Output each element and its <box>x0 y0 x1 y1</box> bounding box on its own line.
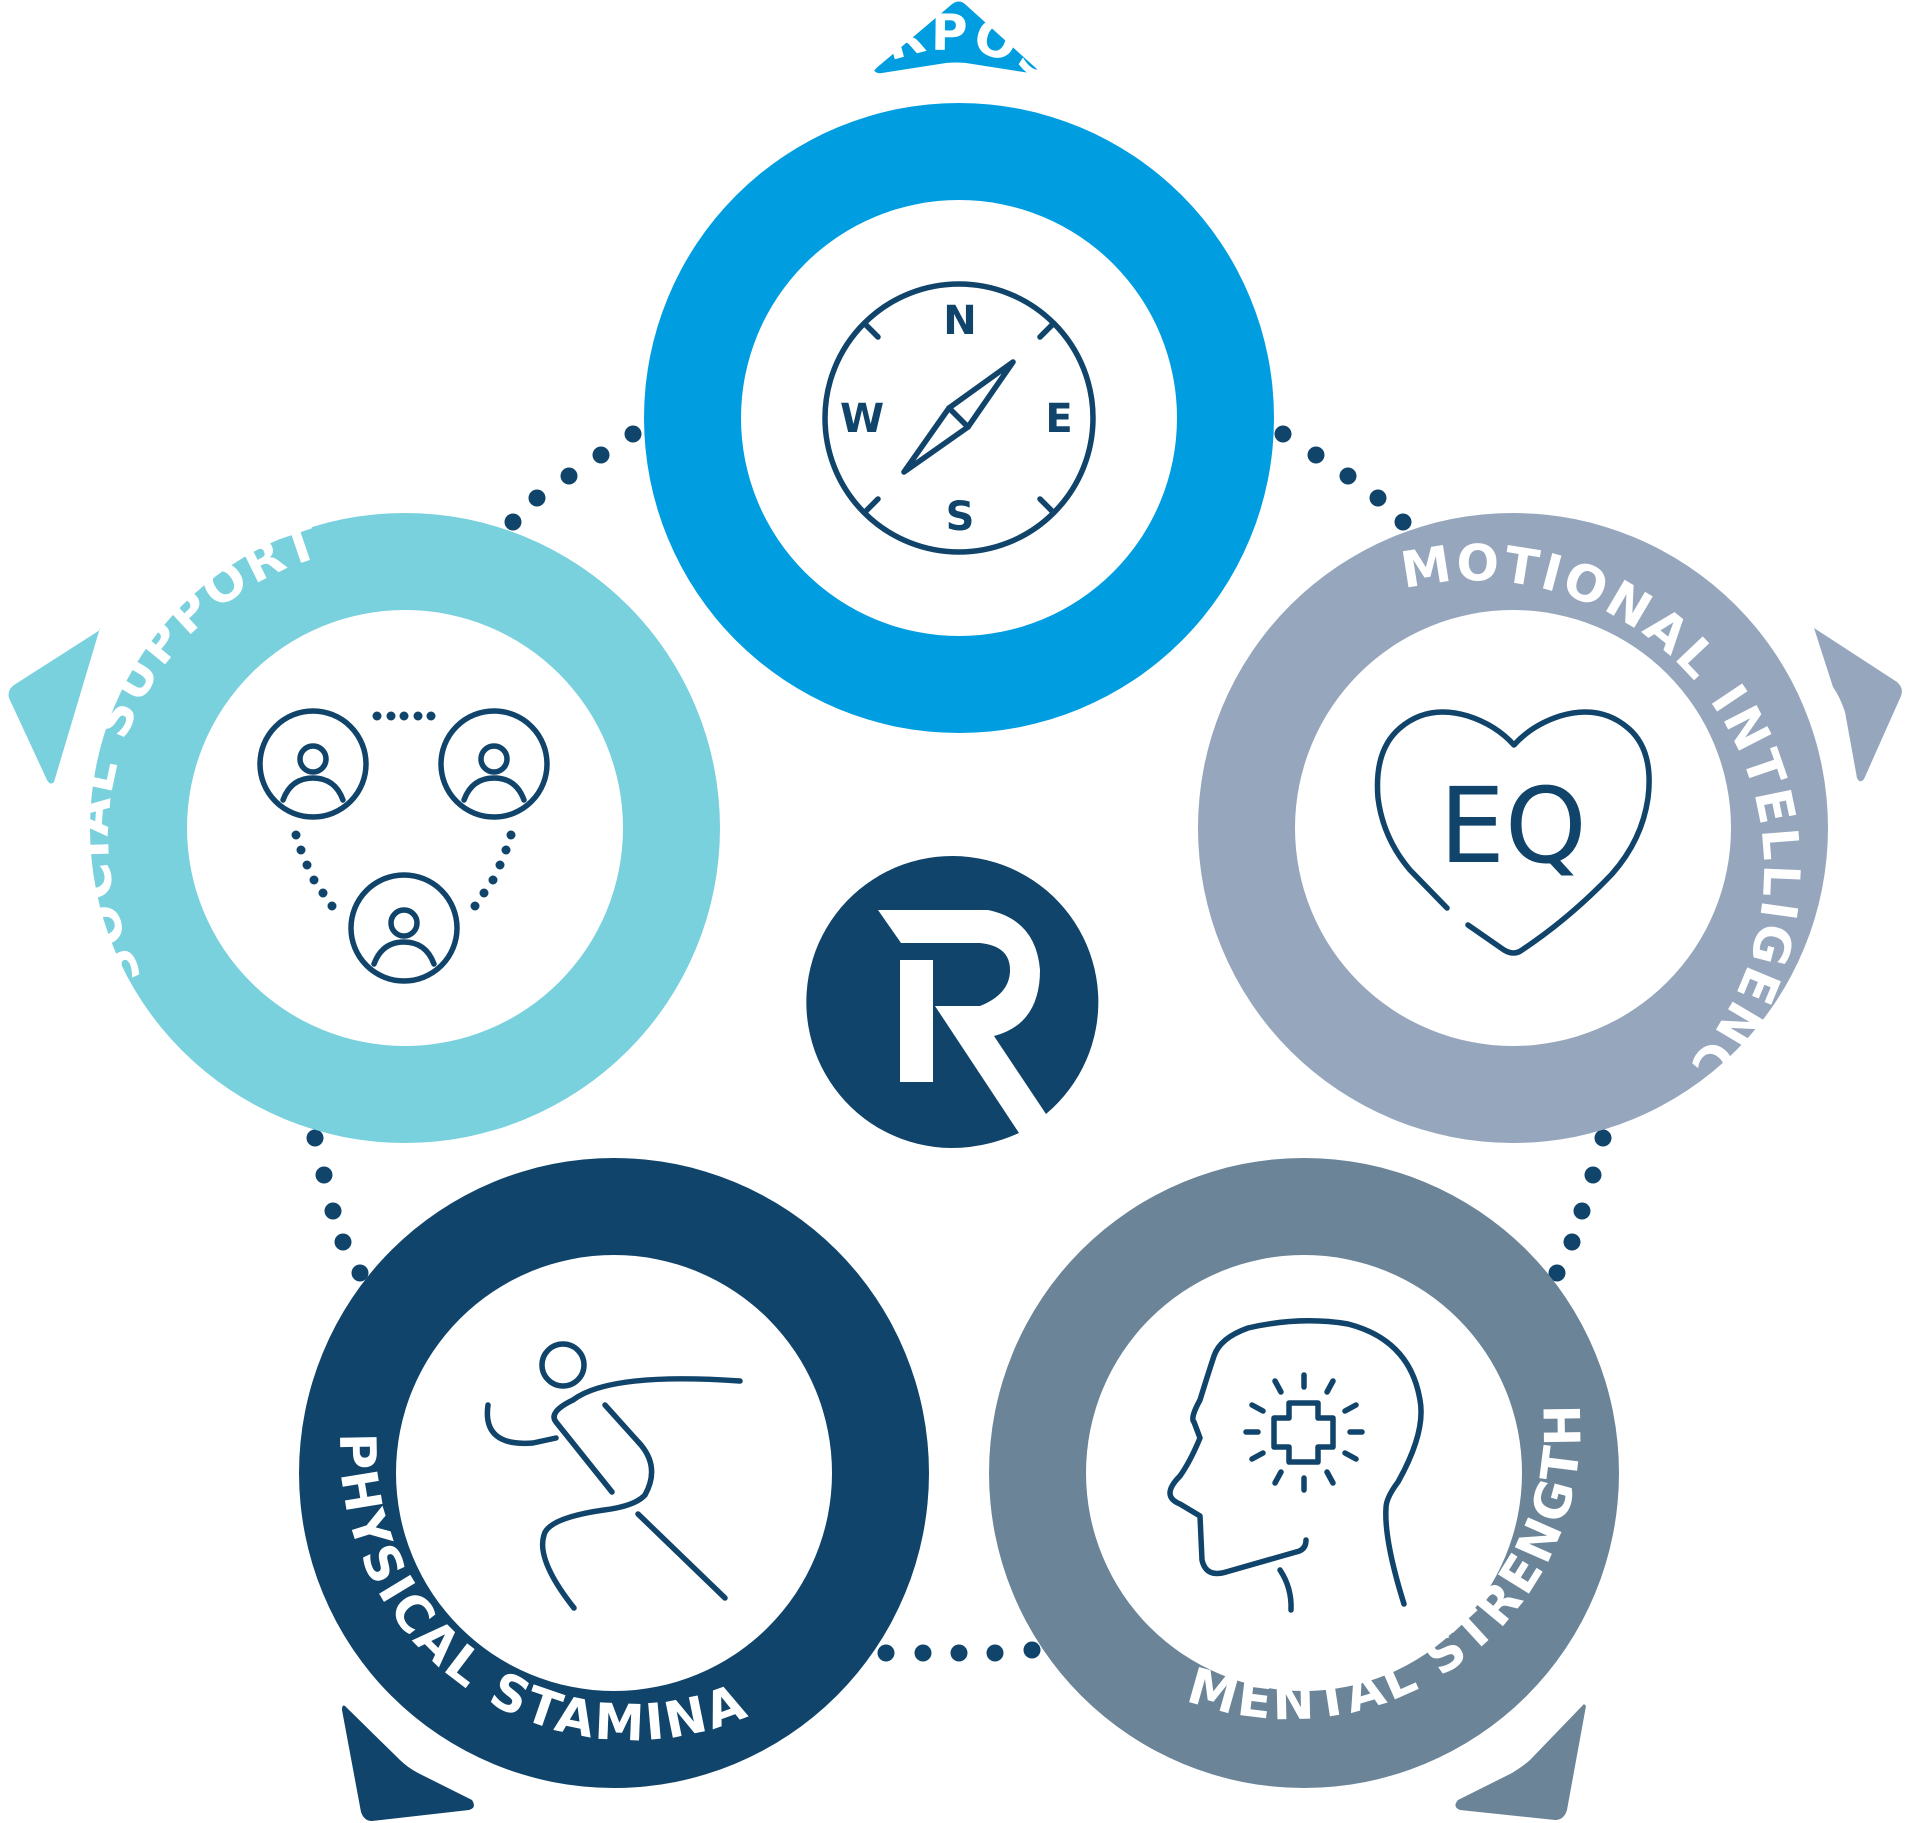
compass-north: N <box>943 298 976 344</box>
node-purpose: PURPOSE N E S W <box>644 4 1274 733</box>
compass-east: E <box>1045 396 1072 442</box>
dotted-connectors <box>306 425 1612 1662</box>
head-mind-icon <box>1167 1318 1424 1613</box>
social-inner <box>187 610 623 1046</box>
pointer-left <box>8 628 100 784</box>
pointer-bottom-left <box>342 1705 474 1821</box>
running-person-icon <box>484 1341 743 1611</box>
r-logo-disc <box>806 856 1099 1148</box>
node-mental-strength: MENTAL STRENGTH <box>989 1158 1619 1788</box>
node-social-support: SOCIAL SUPPORT <box>62 511 720 1143</box>
r-logo-icon <box>806 856 1099 1148</box>
emotional-inner <box>1295 610 1731 1046</box>
compass-west: W <box>840 396 884 442</box>
compass-icon: N E S W <box>822 281 1096 555</box>
mental-inner <box>1086 1255 1522 1691</box>
pointer-top <box>874 1 1038 74</box>
physical-inner <box>396 1255 832 1691</box>
compass-south: S <box>946 494 975 540</box>
people-network-icon <box>257 708 550 984</box>
eq-heart-icon: EQ <box>1374 709 1652 956</box>
node-physical-stamina: PHYSICAL STAMINA <box>299 1158 929 1788</box>
pointer-right <box>1814 628 1902 782</box>
pointer-bottom-right <box>1455 1704 1586 1820</box>
network-dots <box>291 711 516 911</box>
eq-text: EQ <box>1439 765 1587 887</box>
outer-pointers <box>8 1 1902 1821</box>
